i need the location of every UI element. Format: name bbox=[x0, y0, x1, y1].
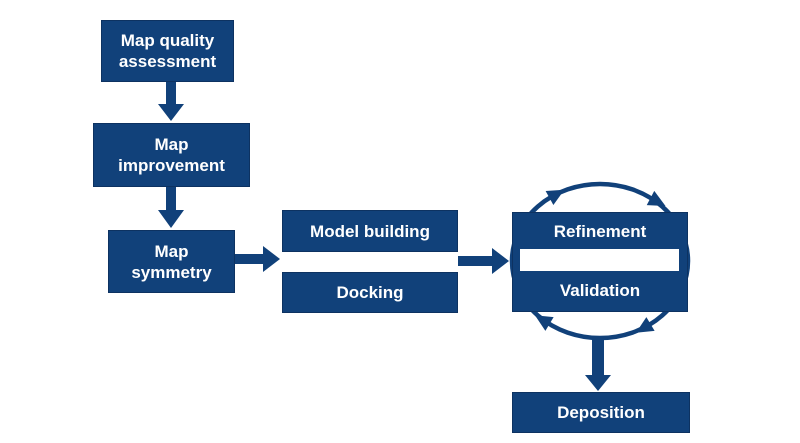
cycle-arrowhead-top-right bbox=[646, 190, 666, 206]
flow-box-deposition: Deposition bbox=[512, 392, 690, 433]
flow-box-label: Model building bbox=[310, 221, 430, 241]
arrow-model-building-to-refinement bbox=[458, 248, 509, 274]
flow-box-label: improvement bbox=[118, 156, 225, 175]
arrow-symmetry-to-model-building bbox=[235, 246, 280, 272]
arrow-map-quality-to-improvement bbox=[158, 82, 184, 121]
flow-box-docking: Docking bbox=[282, 272, 458, 313]
flow-box-label: symmetry bbox=[131, 262, 212, 282]
flow-box-model-building: Model building bbox=[282, 210, 458, 252]
flow-box-label: Refinement bbox=[553, 221, 647, 241]
flow-box-map-improvement: Map improvement bbox=[93, 123, 250, 187]
arrow-validation-to-deposition bbox=[585, 336, 611, 391]
flow-box-map-symmetry: Map symmetry bbox=[108, 230, 235, 293]
flow-box-label: Validation bbox=[559, 280, 641, 300]
flow-box-map-quality-assessment: Map quality assessment bbox=[101, 20, 234, 82]
flow-box-label: Deposition bbox=[557, 403, 645, 422]
cycle-arrowhead-bottom-left bbox=[534, 315, 554, 331]
arrow-improvement-to-symmetry bbox=[158, 187, 184, 228]
flow-box-label: Map bbox=[154, 135, 189, 154]
flow-box-validation: Validation bbox=[513, 271, 687, 309]
flow-group-refinement-validation: Refinement Validation bbox=[512, 212, 688, 312]
cycle-arrowhead-top-left bbox=[545, 189, 565, 205]
flow-box-label: Map quality bbox=[120, 31, 215, 50]
flow-box-label: Docking bbox=[336, 283, 404, 302]
flow-box-label: assessment bbox=[118, 52, 217, 71]
flow-box-refinement: Refinement bbox=[513, 213, 687, 249]
cycle-arrowhead-bottom-right bbox=[635, 317, 655, 333]
refinement-validation-divider bbox=[520, 249, 679, 271]
flow-box-label: Map bbox=[154, 241, 189, 261]
